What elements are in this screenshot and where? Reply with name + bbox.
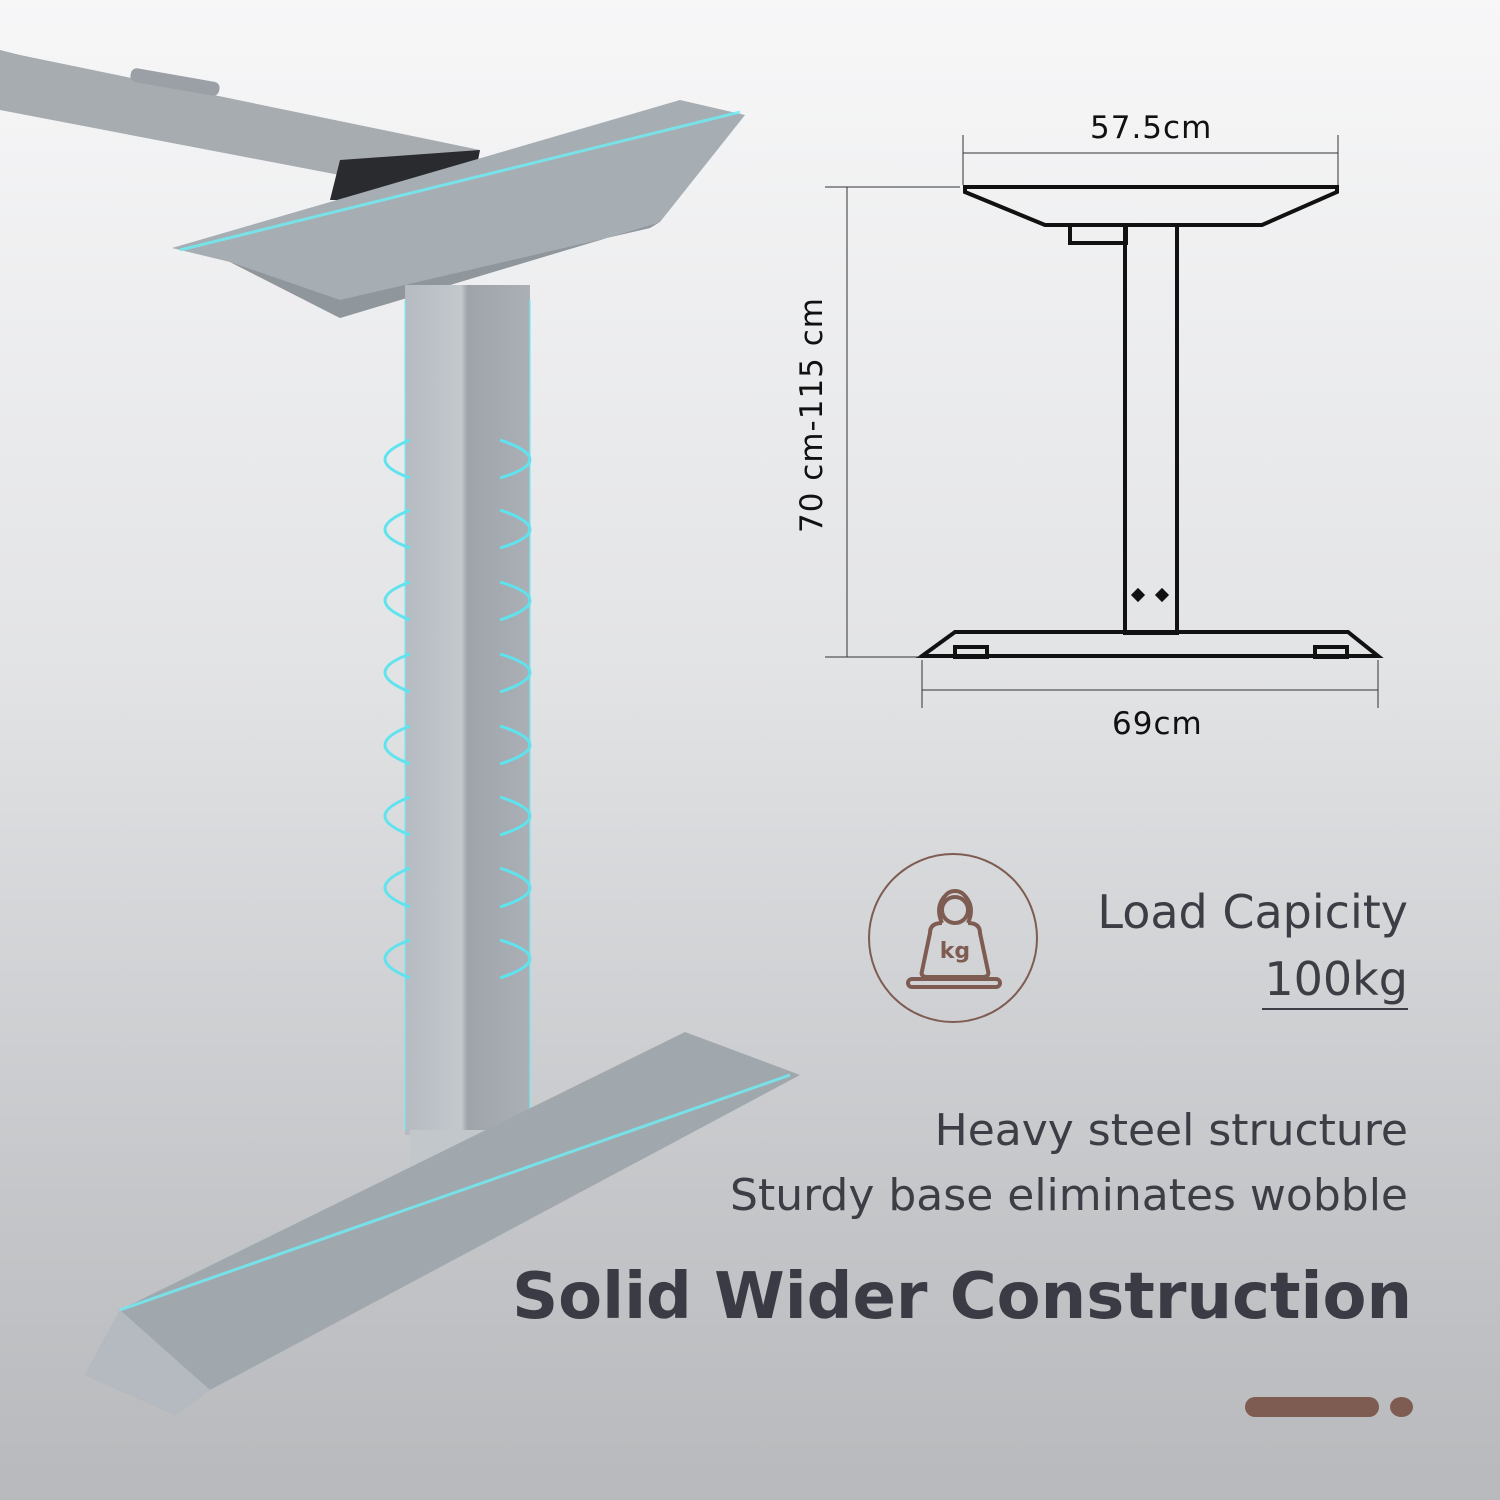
dimension-diagram	[825, 135, 1384, 708]
base-width-label: 69cm	[1112, 706, 1203, 742]
kg-icon-text: kg	[940, 939, 970, 964]
load-capacity-value: 100kg	[1262, 950, 1408, 1010]
desk-leg-illustration	[0, 50, 800, 1415]
feature-line-2: Sturdy base eliminates wobble	[730, 1170, 1408, 1221]
feature-line-1: Heavy steel structure	[934, 1105, 1408, 1156]
weight-kg-icon: kg	[868, 853, 1038, 1023]
stability-rings	[383, 438, 532, 980]
headline: Solid Wider Construction	[512, 1260, 1412, 1334]
load-capacity-label: Load Capicity	[1097, 885, 1408, 939]
carousel-indicator-dot[interactable]	[1390, 1397, 1413, 1417]
top-width-label: 57.5cm	[1090, 110, 1213, 146]
base-foot	[85, 1032, 800, 1415]
top-bracket	[172, 100, 745, 318]
height-range-label: 70 cm-115 cm	[794, 297, 830, 533]
diagram-desktop-bracket	[963, 185, 1339, 227]
carousel-indicator-active[interactable]	[1245, 1397, 1379, 1417]
diagram-base	[915, 630, 1384, 658]
